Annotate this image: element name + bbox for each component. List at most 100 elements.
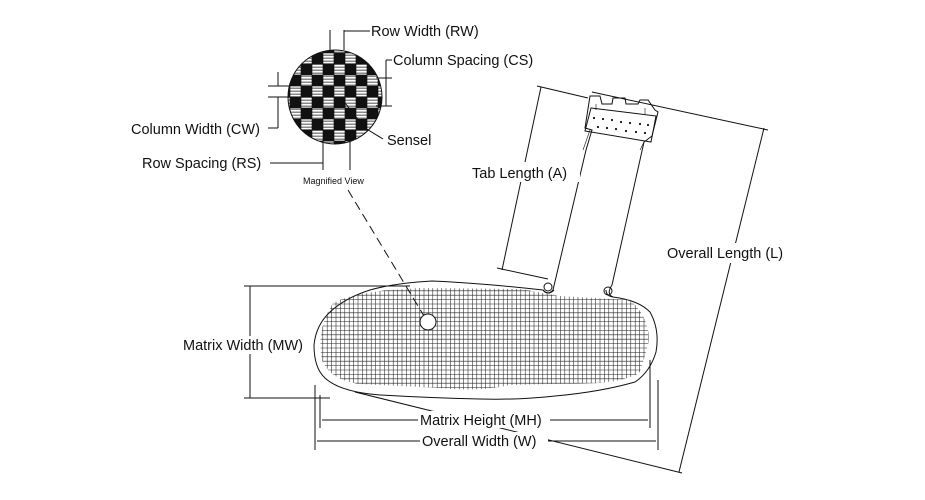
magnified-cell: [322, 74, 335, 87]
magnified-cell: [290, 152, 301, 163]
magnified-cell: [377, 52, 382, 65]
magnified-cell: [389, 152, 400, 163]
magnified-cell: [366, 140, 379, 144]
magnified-cell: [322, 52, 335, 65]
magnified-cell: [288, 118, 291, 131]
magnified-cell: [333, 74, 346, 87]
magnified-cell: [333, 129, 346, 142]
magnified-cell: [377, 50, 382, 54]
matrix-width-label: Matrix Width (MW): [183, 338, 303, 354]
sensor-tab: [542, 95, 659, 298]
magnified-cell: [377, 107, 382, 120]
column-spacing-label: Column Spacing (CS): [393, 53, 533, 69]
magnified-cell: [333, 107, 346, 120]
connector-hole: [610, 118, 614, 122]
magnified-cell: [377, 118, 382, 131]
magnified-cell: [333, 63, 346, 76]
row-spacing-label: Row Spacing (RS): [142, 156, 261, 172]
magnified-cell: [300, 74, 313, 87]
magnified-cell: [344, 96, 357, 109]
magnified-cell: [322, 63, 335, 76]
connector-hole: [634, 130, 638, 134]
connector-hole: [601, 117, 605, 121]
magnified-cell: [389, 86, 400, 97]
magnified-cell: [333, 52, 346, 65]
magnified-cell: [333, 85, 346, 98]
connector-hole: [614, 127, 618, 131]
magnified-cell: [366, 85, 379, 98]
magnified-cell: [377, 74, 382, 87]
connector-hole: [592, 116, 596, 120]
magnified-cell: [378, 152, 389, 163]
magnified-cell: [355, 74, 368, 87]
magnified-cell: [300, 140, 313, 144]
overall-width-label: Overall Width (W): [422, 434, 536, 450]
sensor-body: [313, 280, 658, 400]
magnified-cell: [300, 85, 313, 98]
magnified-cell: [288, 74, 291, 87]
magnified-cell: [377, 63, 382, 76]
magnified-cell: [344, 74, 357, 87]
magnified-cell: [389, 108, 400, 119]
magnified-cell: [311, 96, 324, 109]
sensel-label: Sensel: [387, 133, 431, 149]
magnified-cell: [289, 74, 302, 87]
column-width-dimension: [268, 72, 290, 129]
magnified-cell: [355, 107, 368, 120]
magnified-cell: [355, 50, 368, 54]
magnified-cell: [288, 107, 291, 120]
connector-hole: [624, 129, 628, 133]
magnified-cell: [355, 63, 368, 76]
magnified-cell: [289, 107, 302, 120]
magnified-cell: [300, 96, 313, 109]
row-width-label: Row Width (RW): [371, 24, 479, 40]
magnified-cell: [301, 152, 312, 163]
magnified-cell: [322, 129, 335, 142]
magnified-cell: [377, 85, 382, 98]
magnified-cell: [300, 50, 313, 54]
magnified-cell: [312, 152, 323, 163]
connector-holes: [592, 116, 650, 135]
magnified-cell: [289, 129, 302, 142]
magnified-cell: [311, 118, 324, 131]
sensel-leader: [344, 102, 384, 140]
magnified-cell: [367, 152, 378, 163]
magnified-cell: [333, 140, 346, 144]
magnified-cell: [288, 52, 291, 65]
magnified-cell: [289, 50, 302, 54]
magnified-cell: [300, 118, 313, 131]
magnified-cell: [334, 152, 345, 163]
sensel-matrix: [320, 288, 649, 390]
magnified-cell: [366, 50, 379, 54]
magnified-cell: [389, 119, 400, 130]
overall-length-label: Overall Length (L): [667, 246, 783, 262]
magnified-cell: [344, 118, 357, 131]
magnified-cell: [389, 42, 400, 53]
magnified-cell: [289, 96, 302, 109]
row-width-dimension: [329, 30, 370, 50]
column-width-label: Column Width (CW): [131, 122, 260, 138]
magnified-cell: [366, 107, 379, 120]
magnified-cell: [311, 140, 324, 144]
magnified-cell: [289, 52, 302, 65]
magnified-cell: [389, 75, 400, 86]
magnified-cell: [288, 50, 291, 54]
connector-hole: [619, 120, 623, 124]
magnified-cell: [279, 152, 290, 163]
magnified-cell: [356, 152, 367, 163]
row-spacing-dimension: [270, 140, 351, 170]
connector-hole: [596, 125, 600, 129]
magnified-cell: [311, 50, 324, 54]
magnified-cell: [333, 118, 346, 131]
magnified-cell: [288, 63, 291, 76]
column-spacing-dimension: [376, 59, 392, 107]
magnified-cell: [300, 63, 313, 76]
magnified-cell: [288, 129, 291, 142]
magnified-cell: [288, 140, 291, 144]
magnified-view-label: Magnified View: [303, 176, 364, 186]
connector-hole: [646, 123, 650, 127]
sensel-locator-circle: [419, 313, 437, 331]
magnified-cell: [311, 107, 324, 120]
magnified-cell: [322, 107, 335, 120]
